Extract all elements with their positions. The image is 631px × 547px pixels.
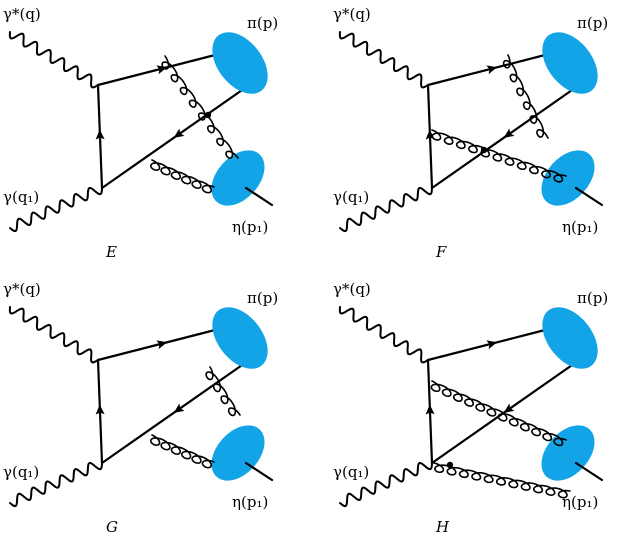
pion-blob	[212, 32, 268, 94]
quark-arrow	[425, 404, 435, 415]
virtual-photon-label: γ*(q)	[3, 280, 41, 298]
real-photon-label: γ(q₁)	[333, 463, 369, 481]
quark-arrow	[503, 403, 515, 413]
real-photon-line	[9, 461, 103, 508]
eta-label: η(p₁)	[232, 218, 268, 236]
eta-outgoing-line	[574, 186, 604, 207]
quark-line-to-pion	[426, 328, 547, 362]
gluon-vertex	[480, 146, 488, 154]
quark-arrow	[156, 340, 168, 350]
diagram-caption: H	[435, 518, 450, 536]
pion-label: π(p)	[247, 289, 278, 307]
eta-label: η(p₁)	[562, 493, 598, 511]
eta-outgoing-line	[574, 461, 604, 482]
antiquark-line	[100, 361, 247, 465]
antiquark-line	[100, 86, 247, 190]
quark-arrow	[95, 404, 105, 415]
eta-outgoing-line	[244, 186, 274, 207]
panel-F: γ*(q) γ(q₁) π(p) η(p₁) F	[333, 5, 608, 261]
virtual-photon-line	[338, 31, 429, 89]
eta-blob	[211, 150, 265, 206]
quark-line-to-pion	[96, 328, 217, 362]
quark-line-to-pion	[96, 53, 217, 87]
panel-E: γ*(q) γ(q₁) π(p) η(p₁) E	[3, 5, 278, 261]
quark-arrow	[95, 129, 105, 140]
diagram-caption: E	[105, 243, 117, 261]
pion-label: π(p)	[577, 14, 608, 32]
pion-blob	[542, 32, 598, 94]
gluon-line	[433, 462, 571, 499]
eta-label: η(p₁)	[232, 493, 268, 511]
real-photon-line	[339, 461, 433, 508]
gluon-line	[205, 366, 241, 417]
real-photon-label: γ(q₁)	[3, 463, 39, 481]
quark-arrow	[173, 403, 185, 413]
real-photon-label: γ(q₁)	[3, 188, 39, 206]
eta-blob	[541, 425, 595, 481]
antiquark-line	[430, 86, 577, 190]
quark-line-to-pion	[426, 53, 547, 87]
virtual-photon-label: γ*(q)	[3, 5, 41, 23]
eta-label: η(p₁)	[562, 218, 598, 236]
virtual-photon-label: γ*(q)	[333, 5, 371, 23]
eta-outgoing-line	[244, 461, 274, 482]
panel-G: γ*(q) γ(q₁) π(p) η(p₁) G	[3, 280, 278, 536]
virtual-photon-line	[8, 31, 99, 89]
virtual-photon-label: γ*(q)	[333, 280, 371, 298]
diagram-caption: F	[435, 243, 447, 261]
pion-label: π(p)	[247, 14, 278, 32]
panel-H: γ*(q) γ(q₁) π(p) η(p₁) H	[333, 280, 608, 536]
quark-arrow	[486, 340, 498, 350]
real-photon-label: γ(q₁)	[333, 188, 369, 206]
gluon-vertex	[446, 461, 454, 469]
gluon-line	[161, 55, 239, 159]
eta-blob	[541, 150, 595, 206]
pion-blob	[542, 307, 598, 369]
gluon-line	[149, 159, 215, 194]
real-photon-line	[9, 186, 103, 233]
gluon-line	[149, 434, 215, 469]
quark-arrow	[503, 128, 515, 138]
quark-arrow	[486, 65, 498, 75]
real-photon-line	[339, 186, 433, 233]
eta-blob	[211, 425, 265, 481]
virtual-photon-line	[338, 306, 429, 364]
gluon-line	[430, 380, 567, 447]
quark-arrow	[173, 128, 185, 138]
diagram-caption: G	[106, 518, 118, 536]
pion-blob	[212, 307, 268, 369]
pion-label: π(p)	[577, 289, 608, 307]
gluon-line	[502, 54, 549, 139]
virtual-photon-line	[8, 306, 99, 364]
gluon-vertex	[204, 111, 212, 119]
gluon-line	[431, 129, 567, 183]
